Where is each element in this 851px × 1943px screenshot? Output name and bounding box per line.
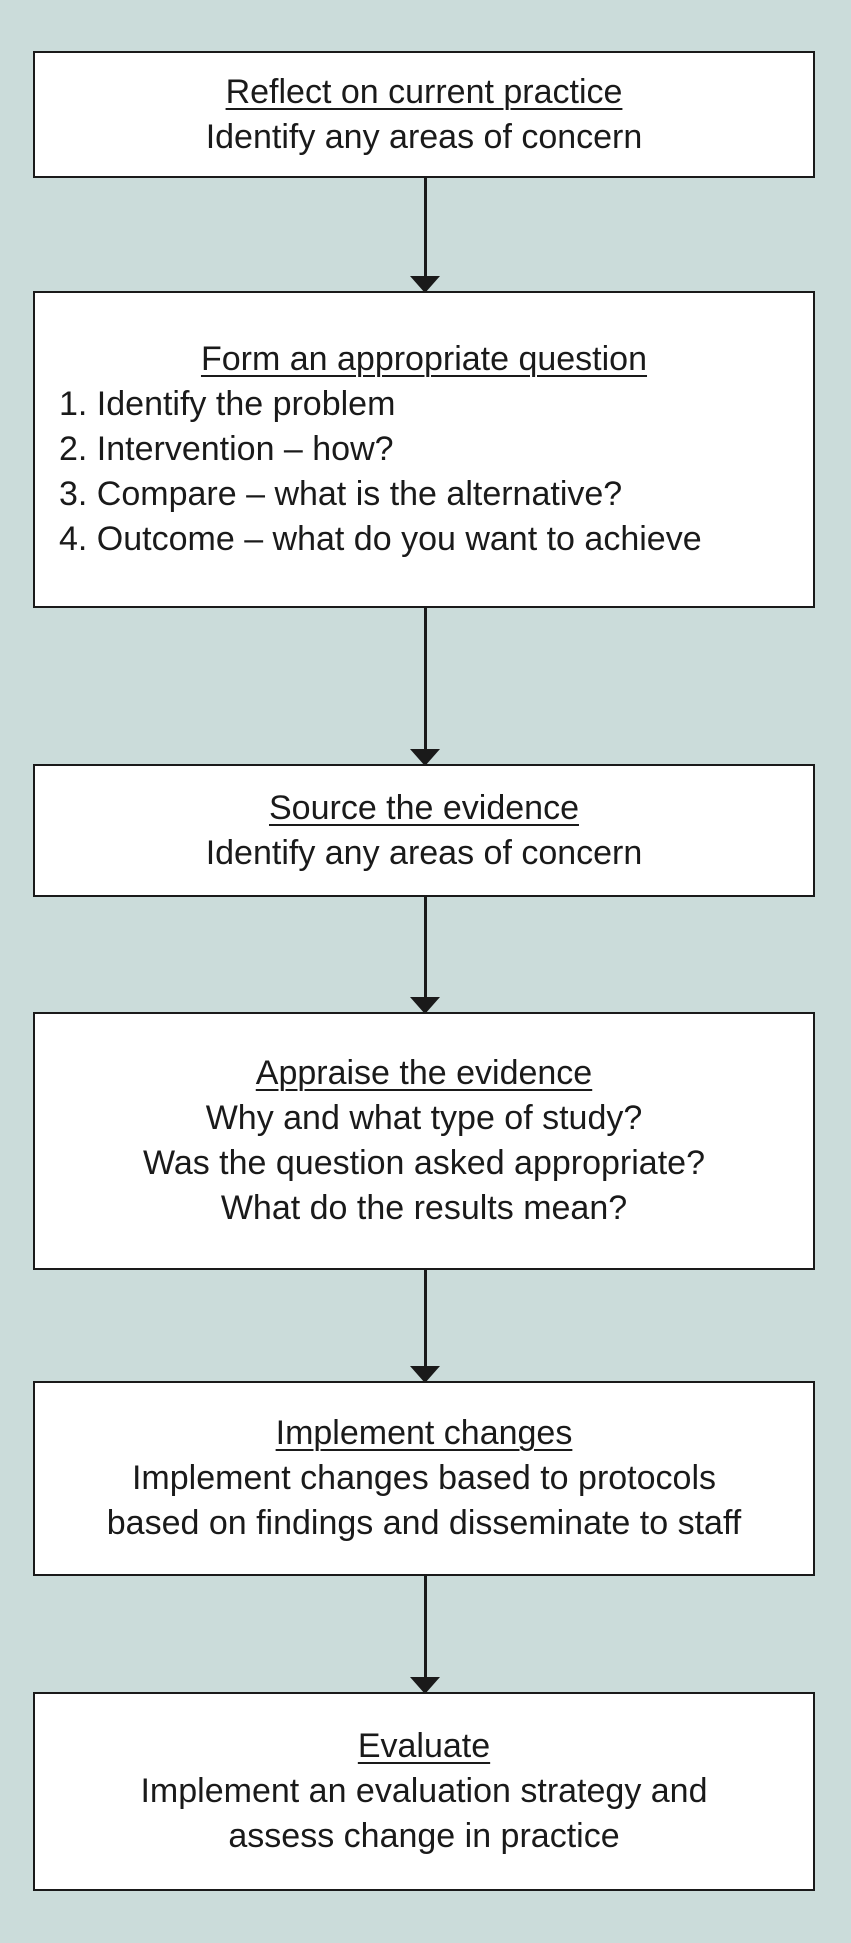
flow-arrow bbox=[410, 897, 440, 1014]
flow-arrow bbox=[410, 1576, 440, 1694]
step-list: 1. Identify the problem 2. Intervention … bbox=[35, 382, 813, 562]
step-list-item: 2. Intervention – how? bbox=[59, 430, 394, 468]
step-box-implement-changes: Implement changes Implement changes base… bbox=[33, 1381, 815, 1576]
step-list-item: 1. Identify the problem bbox=[59, 385, 396, 423]
step-box-appraise-evidence: Appraise the evidence Why and what type … bbox=[33, 1012, 815, 1270]
flow-arrow bbox=[410, 178, 440, 293]
flow-arrow bbox=[410, 608, 440, 766]
step-text: Was the question asked appropriate? bbox=[143, 1144, 705, 1182]
step-title: Reflect on current practice bbox=[225, 72, 623, 111]
step-box-source-evidence: Source the evidence Identify any areas o… bbox=[33, 764, 815, 897]
step-box-form-question: Form an appropriate question 1. Identify… bbox=[33, 291, 815, 608]
step-text: Implement an evaluation strategy and bbox=[140, 1772, 708, 1810]
step-text: assess change in practice bbox=[228, 1817, 620, 1855]
step-text: Implement changes based to protocols bbox=[131, 1459, 716, 1497]
step-text: Identify any areas of concern bbox=[205, 833, 643, 872]
arrow-head-icon bbox=[410, 1366, 440, 1383]
arrow-head-icon bbox=[410, 997, 440, 1014]
step-title: Appraise the evidence bbox=[255, 1054, 593, 1092]
flow-arrow bbox=[410, 1270, 440, 1383]
step-list-item: 3. Compare – what is the alternative? bbox=[59, 475, 623, 513]
arrow-head-icon bbox=[410, 749, 440, 766]
step-title: Source the evidence bbox=[269, 788, 579, 827]
step-title: Evaluate bbox=[357, 1727, 491, 1765]
step-text: based on findings and disseminate to sta… bbox=[106, 1504, 742, 1542]
step-title: Form an appropriate question bbox=[200, 340, 648, 378]
step-text: Why and what type of study? bbox=[205, 1099, 643, 1137]
step-box-reflect: Reflect on current practice Identify any… bbox=[33, 51, 815, 178]
step-box-evaluate: Evaluate Implement an evaluation strateg… bbox=[33, 1692, 815, 1891]
arrow-head-icon bbox=[410, 1677, 440, 1694]
step-title: Implement changes bbox=[275, 1414, 573, 1452]
step-text: Identify any areas of concern bbox=[205, 117, 643, 156]
step-text: What do the results mean? bbox=[220, 1189, 628, 1227]
arrow-head-icon bbox=[410, 276, 440, 293]
step-list-item: 4. Outcome – what do you want to achieve bbox=[59, 520, 702, 558]
